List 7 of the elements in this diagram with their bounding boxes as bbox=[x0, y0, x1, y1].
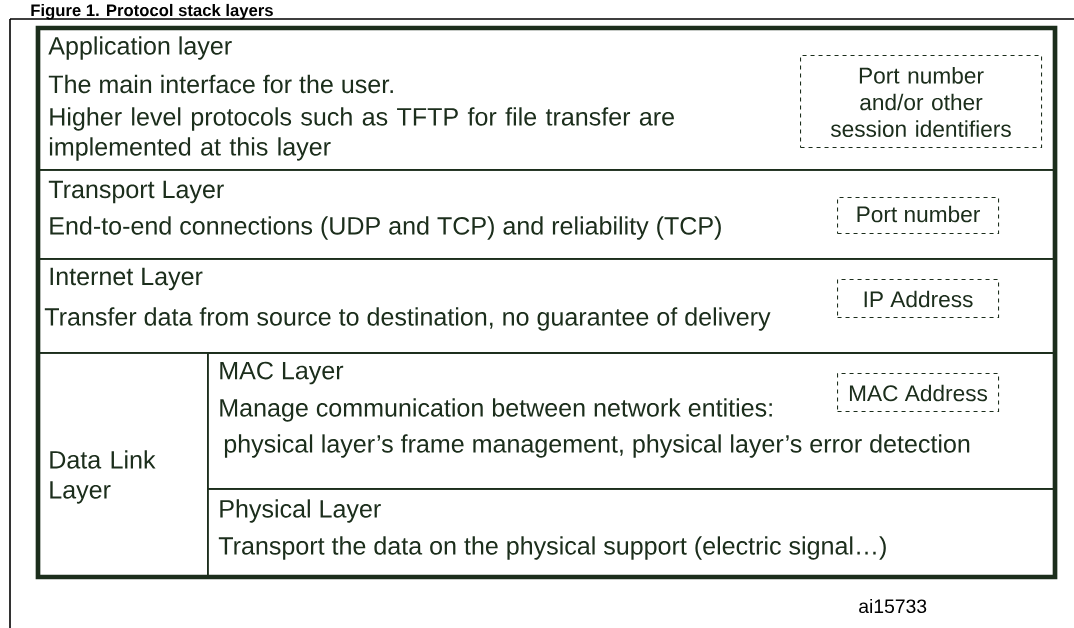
field-box: Port number and/or other session identifiers bbox=[800, 55, 1043, 149]
field-box: IP Address bbox=[837, 279, 1000, 319]
field-box: Port number bbox=[837, 197, 1000, 235]
figure-id: ai15733 bbox=[859, 598, 927, 614]
figure-title: Figure 1. Protocol stack layers bbox=[31, 3, 273, 20]
layer-box: Physical Layer Transport the data on the physical support (electric signal…) bbox=[207, 488, 1057, 579]
field-box: MAC Address bbox=[837, 373, 1000, 413]
